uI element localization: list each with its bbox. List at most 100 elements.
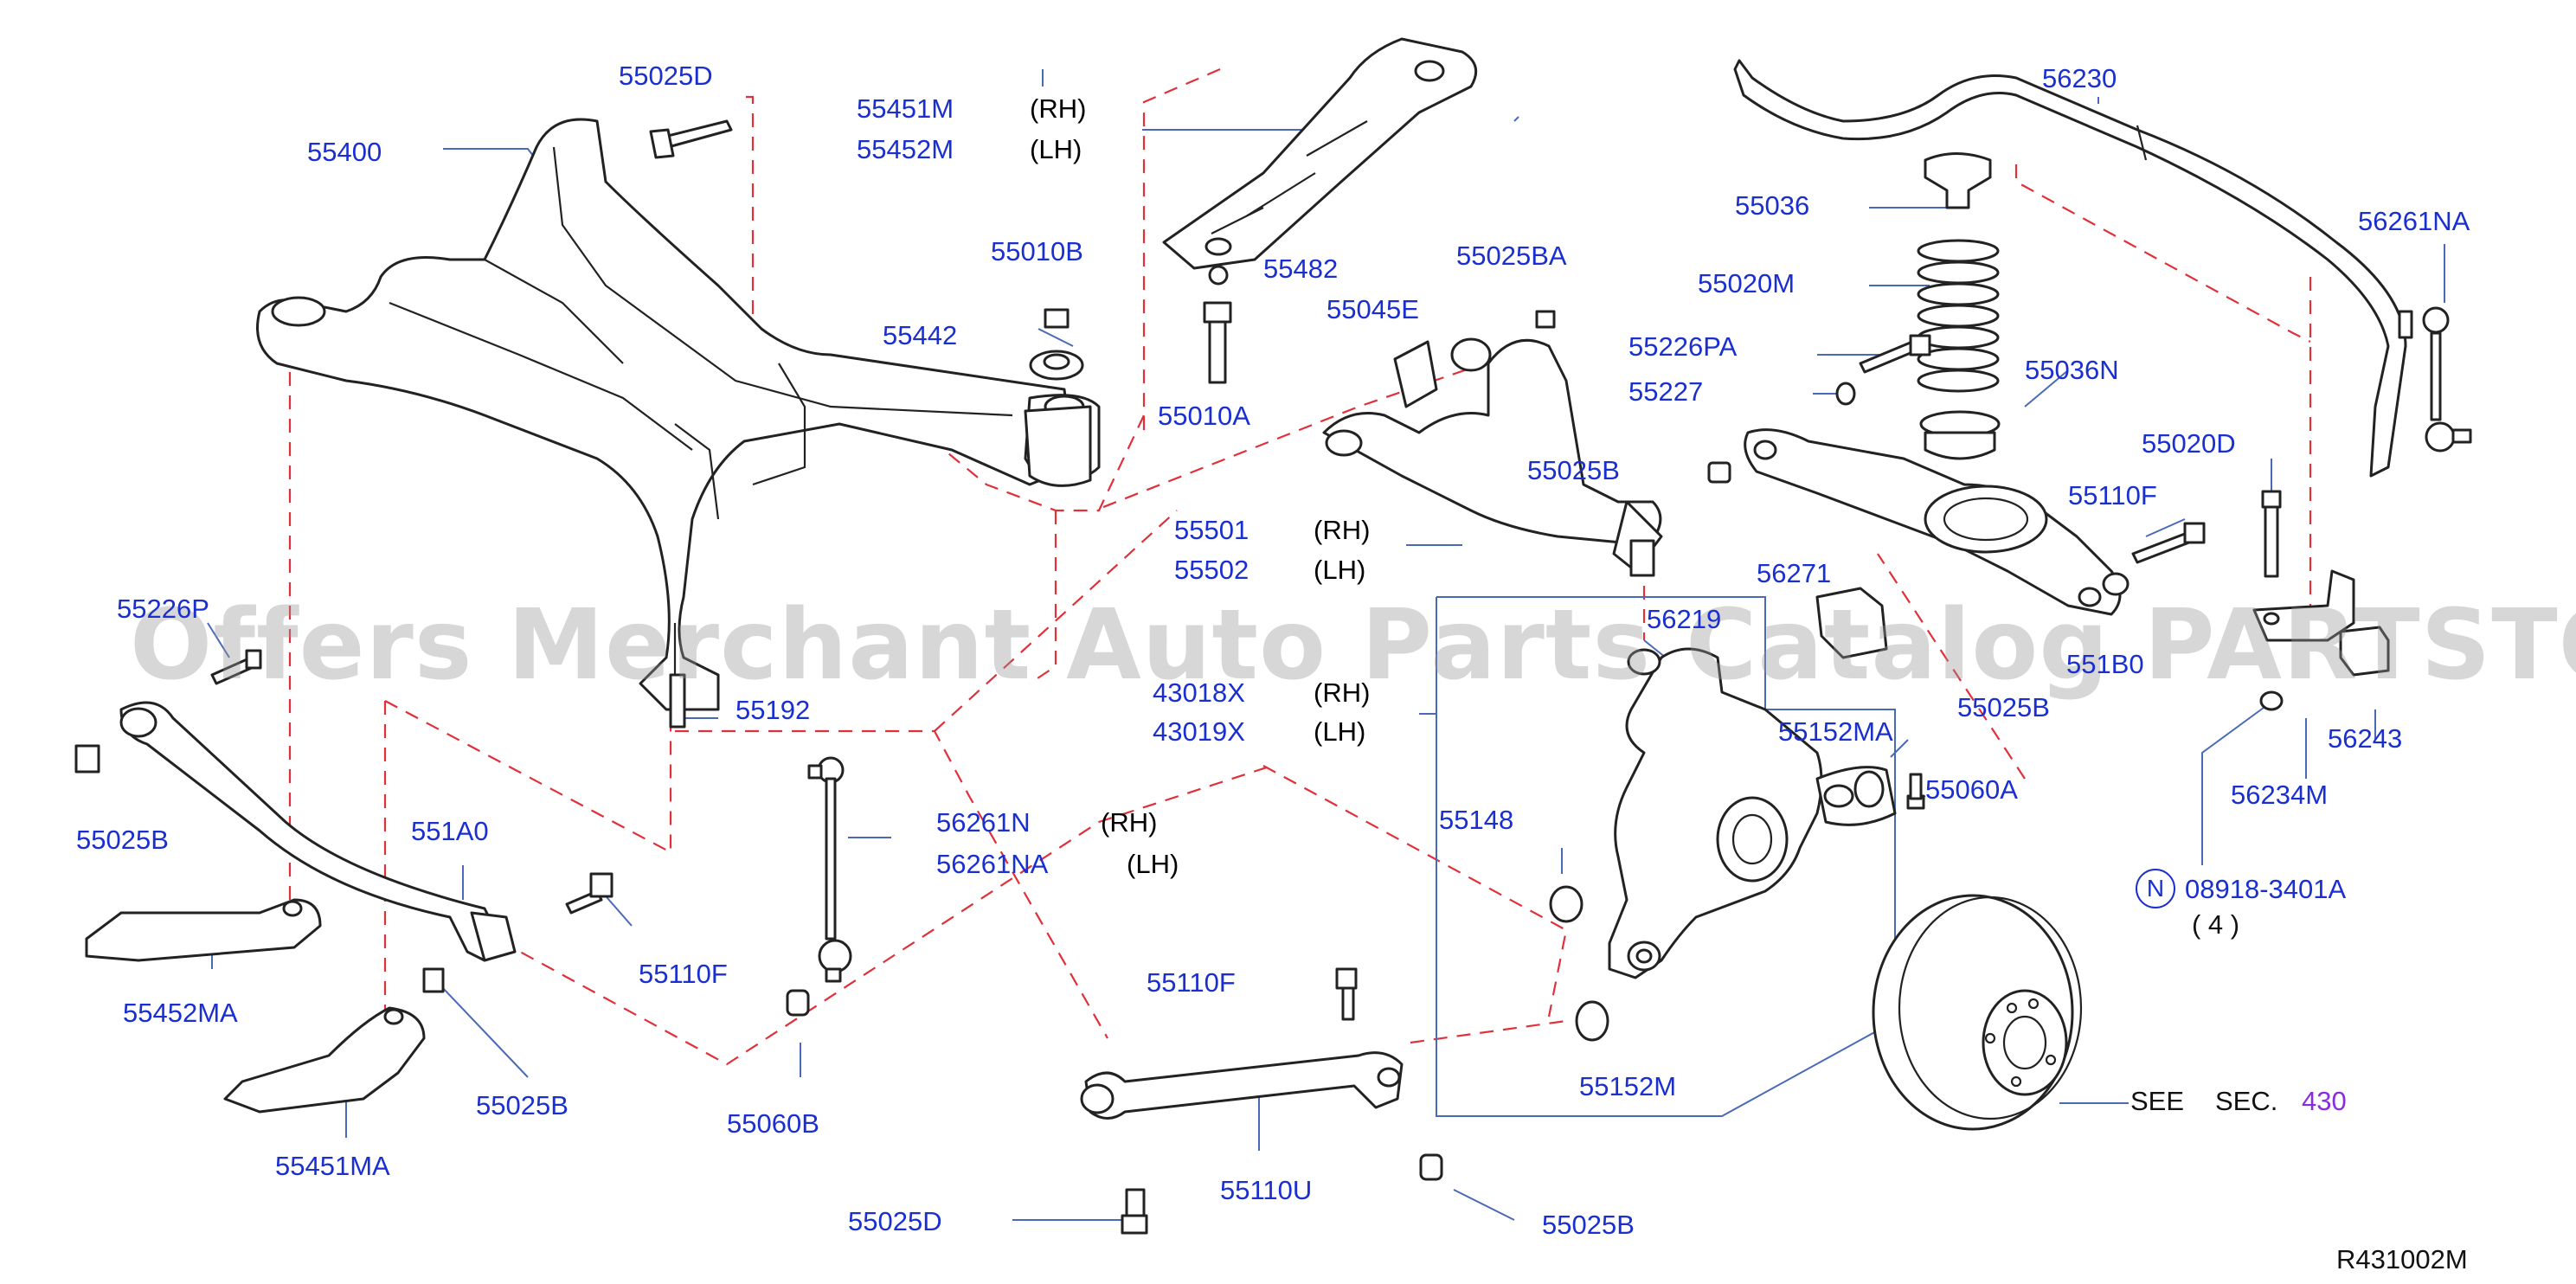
quantity-08918: ( 4 ) [2192, 909, 2240, 940]
bracket-55451M-drawing [1162, 37, 1478, 270]
side-label-lh: (LH) [1127, 849, 1179, 879]
part-label-55010B[interactable]: 55010B [991, 236, 1083, 266]
part-label-55036[interactable]: 55036 [1735, 190, 1810, 221]
bolt-55025D-drawing [649, 119, 733, 159]
part-label-55036N[interactable]: 55036N [2025, 355, 2119, 385]
part-label-55060A[interactable]: 55060A [1925, 774, 2018, 805]
part-label-56243[interactable]: 56243 [2328, 723, 2403, 754]
part-label-55482[interactable]: 55482 [1263, 254, 1339, 284]
upper-arm-55501-drawing [1322, 337, 1663, 573]
stabilizer-link-56261NA-top-drawing [2398, 306, 2472, 453]
part-label-551A0[interactable]: 551A0 [411, 816, 489, 846]
leader-lines [207, 69, 2445, 1221]
part-label-55025B-left[interactable]: 55025B [76, 825, 169, 855]
part-label-551B0[interactable]: 551B0 [2066, 649, 2144, 679]
nut-55025B-left-drawing [74, 744, 100, 774]
part-label-55060B[interactable]: 55060B [727, 1108, 819, 1139]
part-label-56271[interactable]: 56271 [1757, 558, 1832, 588]
part-label-56234M[interactable]: 56234M [2231, 780, 2329, 810]
lower-link-551B0-drawing [1744, 428, 2130, 616]
side-label-rh: (RH) [1030, 93, 1087, 124]
part-label-56230[interactable]: 56230 [2042, 63, 2117, 93]
part-label-55226P[interactable]: 55226P [117, 594, 209, 624]
see-reference-text: SEE [2130, 1086, 2185, 1116]
lateral-link-551A0-drawing [119, 701, 517, 962]
bushing-55148-drawing [1549, 885, 1584, 923]
part-label-56261NA-top[interactable]: 56261NA [2358, 206, 2470, 236]
part-label-55025D-bottom[interactable]: 55025D [848, 1206, 942, 1236]
assembly-lines [288, 67, 2312, 1066]
ball-joint-56219-drawing [1627, 648, 1661, 676]
part-label-43018X[interactable]: 43018X [1153, 677, 1245, 708]
part-label-55192[interactable]: 55192 [736, 695, 811, 725]
side-label-lh: (LH) [1030, 134, 1082, 164]
part-label-43019X[interactable]: 43019X [1153, 716, 1245, 747]
part-label-55152MA[interactable]: 55152MA [1778, 716, 1893, 747]
nut-55025B-lower-left-drawing [422, 967, 445, 993]
knuckle-43018X-drawing [1608, 647, 1897, 979]
bolt-55020D-drawing [2261, 490, 2282, 578]
part-label-55400[interactable]: 55400 [307, 137, 382, 167]
part-label-08918-3401A[interactable]: 08918-3401A [2185, 874, 2347, 904]
bracket-56234M-drawing [2252, 569, 2355, 642]
part-label-55110F-right[interactable]: 55110F [2068, 480, 2157, 510]
part-label-55025D-top[interactable]: 55025D [619, 61, 713, 91]
part-label-55442[interactable]: 55442 [883, 320, 958, 350]
bracket-55451MA-drawing [223, 1006, 426, 1114]
part-label-55020M[interactable]: 55020M [1698, 268, 1795, 299]
part-label-56261NA-mid[interactable]: 56261NA [936, 849, 1049, 879]
part-label-55025B-lower-left[interactable]: 55025B [476, 1090, 569, 1120]
part-label-56219[interactable]: 56219 [1647, 604, 1722, 634]
part-label-55025B-arm[interactable]: 55025B [1527, 455, 1620, 485]
stabilizer-link-56261N-drawing [807, 756, 852, 983]
bolt-55110F-left-drawing [565, 872, 613, 915]
ball-stud-drawing [1629, 539, 1655, 577]
bracket-55452MA-drawing [85, 898, 322, 962]
part-label-55501[interactable]: 55501 [1174, 515, 1249, 545]
part-label-55452MA[interactable]: 55452MA [123, 998, 238, 1028]
bolt-55025D-bottom-drawing [1121, 1188, 1148, 1235]
bracket-56271-drawing [1815, 587, 1888, 659]
part-label-55226PA[interactable]: 55226PA [1628, 331, 1738, 362]
nut-551B0-drawing [1707, 461, 1731, 484]
section-reference-text: SEC. [2215, 1086, 2278, 1116]
part-label-55025B-knuckle[interactable]: 55025B [1957, 692, 2050, 722]
side-label-lh: (LH) [1314, 555, 1366, 585]
bushing-56243-drawing [2339, 626, 2390, 677]
part-label-55110F-lower[interactable]: 55110F [1147, 967, 1236, 998]
diagram-code: R431002M [2336, 1244, 2468, 1274]
side-label-rh: (RH) [1314, 677, 1371, 708]
bolt-55110F-lower-drawing [1335, 967, 1358, 1021]
part-label-55045E[interactable]: 55045E [1327, 294, 1419, 324]
part-label-55148[interactable]: 55148 [1439, 805, 1514, 835]
part-label-55451MA[interactable]: 55451MA [275, 1151, 390, 1181]
coil-spring-55020M-drawing [1917, 239, 2000, 393]
bolt-55010A-drawing [1203, 301, 1232, 384]
part-label-55110F-left[interactable]: 55110F [639, 959, 728, 989]
side-label-lh: (LH) [1314, 716, 1366, 747]
side-label-rh: (RH) [1101, 807, 1158, 838]
part-label-55025BA[interactable]: 55025BA [1456, 241, 1567, 271]
bushing-55152MA-drawing [1853, 770, 1885, 808]
nut-55025B-bottom-drawing [1419, 1153, 1443, 1181]
bushing-55152M-drawing [1575, 1000, 1609, 1042]
part-label-55452M[interactable]: 55452M [857, 134, 954, 164]
part-label-55451M[interactable]: 55451M [857, 93, 954, 124]
bolt-55110F-right-drawing [2131, 522, 2206, 564]
part-label-56261N[interactable]: 56261N [936, 807, 1031, 838]
part-label-55025B-bottom[interactable]: 55025B [1542, 1210, 1635, 1240]
bushing-55442-drawing [1024, 308, 1092, 487]
brake-rotor-drawing [1872, 894, 2083, 1131]
part-label-55110U[interactable]: 55110U [1220, 1175, 1313, 1205]
bumper-55036-drawing [1924, 152, 1992, 209]
bolt-55226P-drawing [210, 649, 262, 685]
part-label-55502[interactable]: 55502 [1174, 555, 1249, 585]
part-label-55020D[interactable]: 55020D [2142, 428, 2236, 459]
bolt-08918-drawing [2259, 690, 2284, 711]
part-label-55152M[interactable]: 55152M [1579, 1071, 1677, 1101]
part-label-55010A[interactable]: 55010A [1158, 401, 1250, 431]
part-label-55227[interactable]: 55227 [1628, 376, 1704, 407]
nut-55060B-drawing [786, 989, 810, 1017]
section-430-link[interactable]: 430 [2302, 1086, 2347, 1116]
nut-55025BA-drawing [1535, 310, 1556, 329]
